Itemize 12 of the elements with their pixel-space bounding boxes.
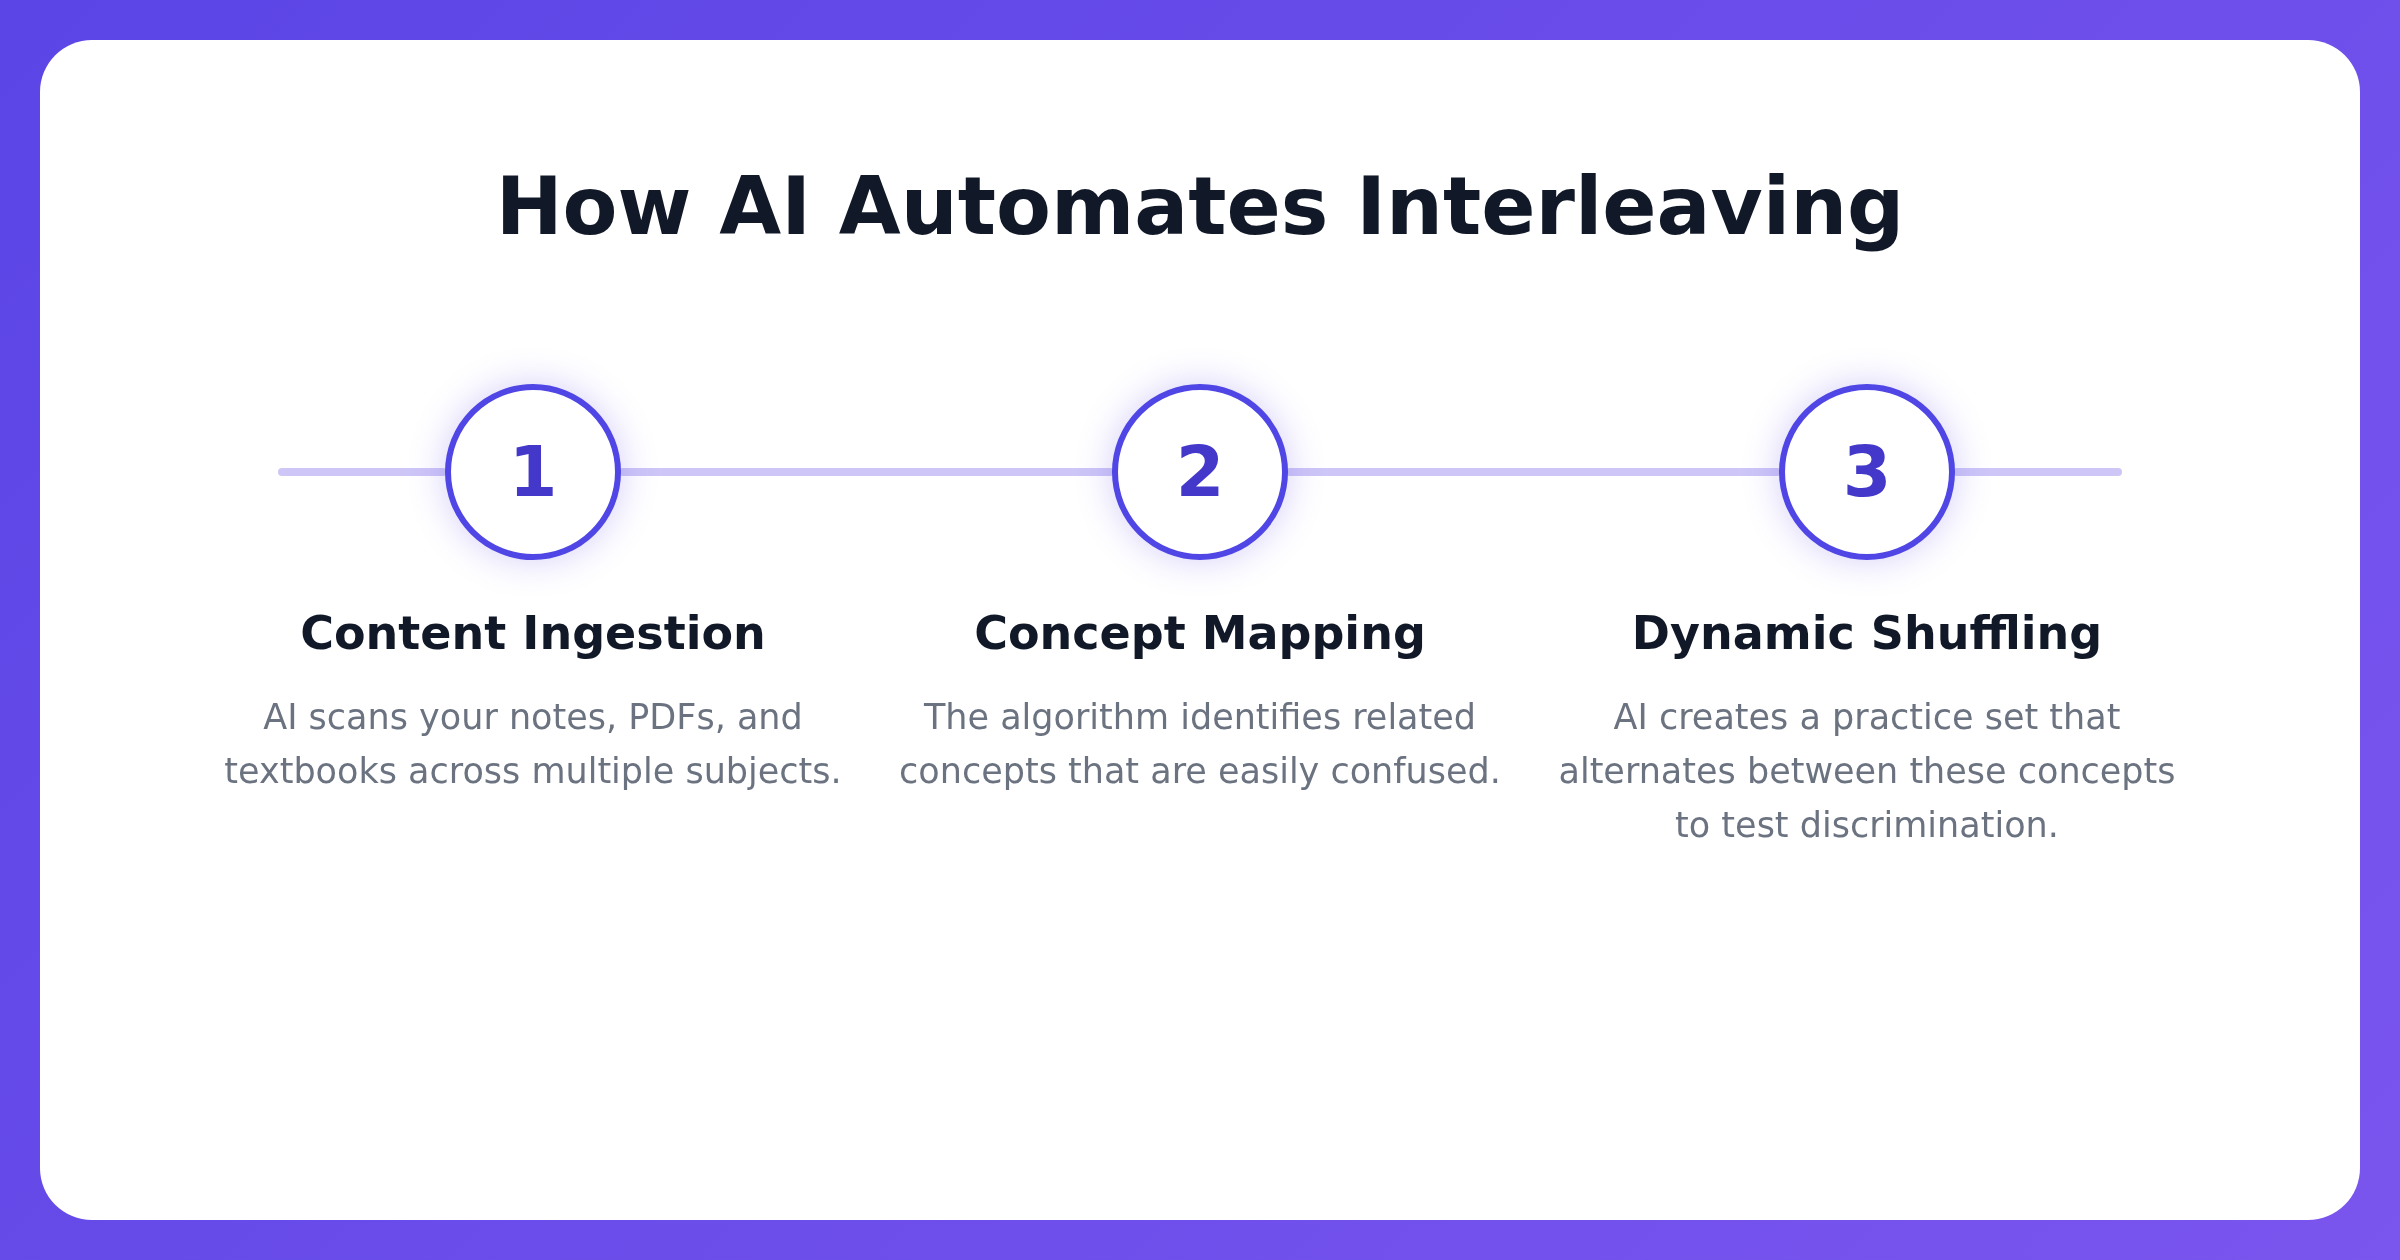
- title: How AI Automates Interleaving: [494, 160, 1906, 253]
- step-description: AI creates a practice set that alternates between these concepts to test discrimination.: [1557, 696, 2177, 847]
- connector-line: [619, 468, 1114, 476]
- step-description: AI scans your notes, PDFs, and textbooks across multiple subjects.: [223, 696, 843, 793]
- step-title: Content Ingestion: [299, 606, 767, 660]
- step-number: 1: [508, 431, 558, 513]
- step-number: 3: [1842, 431, 1892, 513]
- step-title: Concept Mapping: [973, 606, 1427, 660]
- step-number: 2: [1175, 431, 1225, 513]
- connector-line: [1286, 468, 1781, 476]
- step-title: Dynamic Shuffling: [1630, 606, 2104, 660]
- step-description: The algorithm identifies related concepts that are easily confused.: [898, 696, 1502, 793]
